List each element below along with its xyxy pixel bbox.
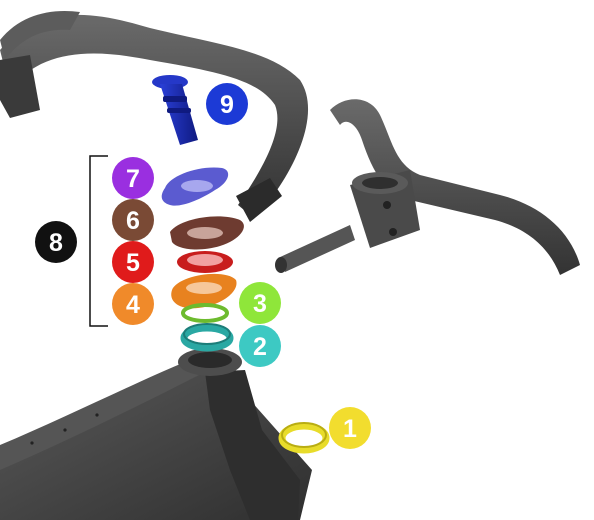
top-cover [161,167,229,206]
svg-text:4: 4 [126,291,140,319]
svg-text:7: 7 [126,165,140,193]
stem [275,99,580,276]
callout-9: 9 [206,83,248,125]
expander-plug [152,75,198,145]
spacer-group-bracket [89,155,108,327]
svg-text:5: 5 [126,249,140,277]
callout-3: 3 [239,282,281,324]
callout-6: 6 [112,199,154,241]
spacer-5 [177,251,233,273]
spacer-4 [171,273,237,309]
bike-frame [0,348,312,520]
svg-text:8: 8 [49,229,63,257]
bearing-cup [278,422,330,454]
callout-1: 1 [329,407,371,449]
svg-text:2: 2 [253,333,267,361]
spacer-6 [170,216,244,250]
lower-ring [180,323,234,352]
callout-4: 4 [112,283,154,325]
svg-text:9: 9 [220,91,234,119]
svg-text:6: 6 [126,207,140,235]
handlebar [0,10,309,222]
callout-2: 2 [239,325,281,367]
svg-text:3: 3 [253,290,267,318]
svg-text:1: 1 [343,415,357,443]
seal-ring [181,303,229,323]
callout-5: 5 [112,241,154,283]
callout-8: 8 [35,221,77,263]
callout-7: 7 [112,157,154,199]
